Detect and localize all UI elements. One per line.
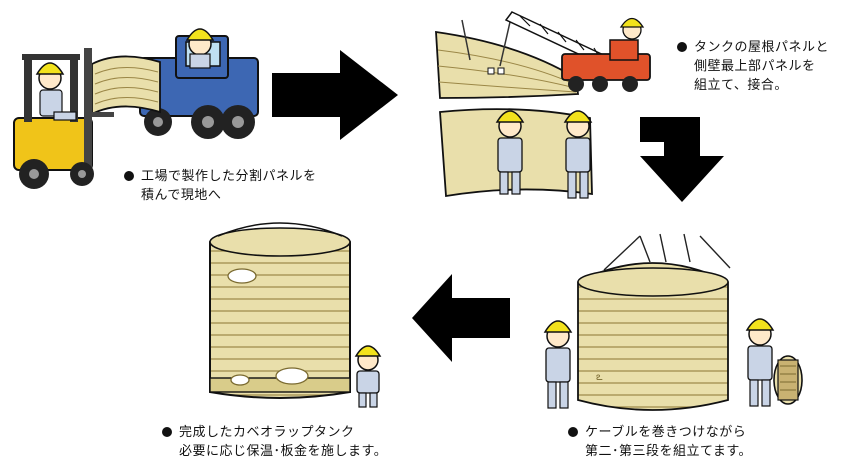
step4-illustration [209, 222, 382, 408]
crane [504, 11, 651, 92]
forklift-driver [35, 62, 77, 121]
arrow-down [640, 117, 724, 202]
step3-illustration: ఽ [543, 233, 803, 411]
step4-caption: 完成したカベオラップタンク 必要に応じ保温･板金を施します。 [162, 423, 387, 461]
step2-caption: タンクの屋根パネルと 側壁最上部パネルを 組立て、接合。 [677, 38, 829, 95]
bullet-icon [162, 427, 172, 437]
bullet-icon [568, 427, 578, 437]
worker-right [563, 110, 593, 199]
step3-caption: ケーブルを巻きつけながら 第二･第三段を組立てます。 [568, 423, 752, 461]
worker-left [495, 110, 525, 195]
truck [139, 35, 259, 139]
tank-in-progress: ఽ [577, 262, 729, 411]
worker-left-step3 [543, 320, 573, 409]
step1-illustration [13, 28, 259, 189]
completed-tank [209, 222, 351, 399]
roof-panel [435, 19, 580, 99]
bullet-icon [124, 171, 134, 181]
worker-step4 [354, 345, 382, 408]
arrow-right [272, 50, 398, 140]
step2-illustration [435, 11, 651, 199]
worker-right-step3 [745, 318, 775, 407]
cable-reel [773, 355, 803, 405]
forklift [13, 48, 114, 189]
step1-caption: 工場で製作した分割パネルを 積んで現地へ [124, 167, 317, 205]
arrow-left [412, 274, 510, 362]
svg-text:ఽ: ఽ [596, 370, 603, 383]
truck-driver [185, 28, 215, 69]
hanging-cables [603, 233, 731, 271]
panel-stack [91, 55, 161, 116]
bullet-icon [677, 42, 687, 52]
